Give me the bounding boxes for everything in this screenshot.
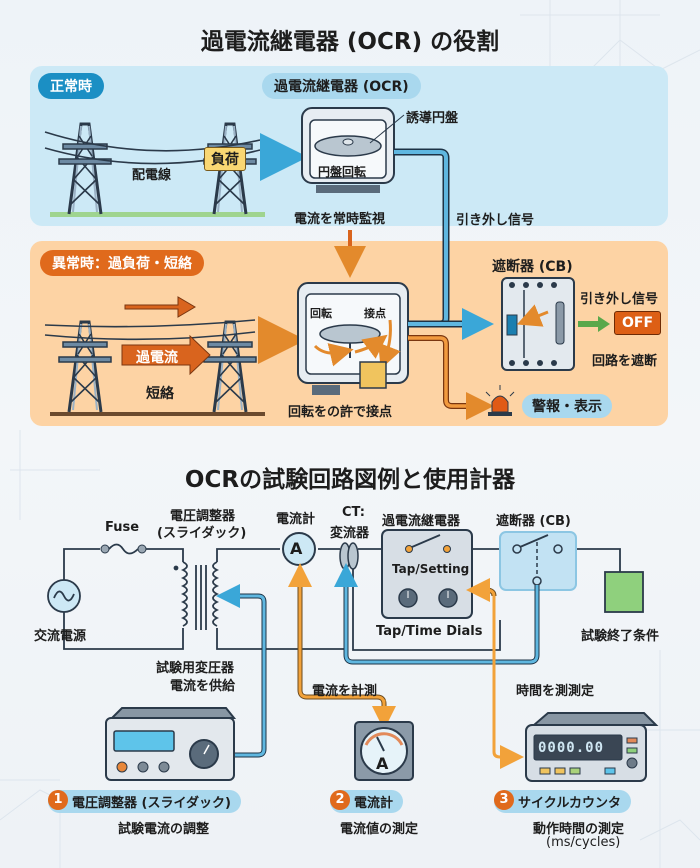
fuse-label: Fuse	[105, 520, 140, 535]
counter-display: 0000.00	[538, 740, 605, 756]
cb-circuit-label: 遮断器 (CB)	[496, 514, 571, 529]
ac-source-icon	[47, 579, 81, 613]
current-arrow-icon	[124, 296, 196, 318]
voltage-regulator-device-icon	[105, 707, 237, 781]
alarm-lamp-icon	[485, 385, 515, 416]
monitor-current-label: 電流を常時監視	[294, 212, 386, 227]
relay-label-badge: 過電流継電器 (OCR)	[262, 73, 421, 99]
ocr-relay-box-icon	[381, 529, 473, 619]
fuse-icon	[100, 543, 147, 555]
tap-setting-label: Tap/Setting	[392, 562, 470, 576]
induction-disk-label: 誘導円盤	[406, 111, 459, 126]
cycle-counter-device-icon	[525, 712, 659, 782]
end-condition-box	[604, 571, 644, 613]
instrument-3-desc: 動作時間の測定	[533, 822, 625, 837]
transformer-icon	[173, 561, 220, 630]
instrument-1-caption: 電圧調整器 (スライダック)	[48, 790, 241, 813]
ammeter-symbol: A	[290, 539, 303, 558]
instrument-3-caption: サイクルカウンタ	[494, 790, 631, 813]
ammeter-label: 電流計	[276, 512, 316, 527]
instrument-1-number-badge: 1	[48, 790, 68, 810]
abnormal-state-badge: 異常時：過負荷・短絡	[40, 250, 204, 276]
end-condition-label: 試験終了条件	[581, 629, 660, 644]
short-circuit-label: 短絡	[146, 386, 174, 402]
regulator-label-2: (スライダック)	[157, 526, 247, 541]
tap-time-dials-label: Tap/Time Dials	[376, 624, 483, 639]
ocr-relay-icon	[301, 107, 405, 193]
circuit-breaker-icon	[501, 277, 575, 371]
alarm-display-label: 警報・表示	[522, 394, 612, 418]
instrument-1-name: 電圧調整器 (スライダック)	[48, 790, 241, 813]
ground-line	[50, 212, 265, 217]
instrument-2-desc: 電流値の測定	[340, 822, 419, 837]
ct-label-2: 変流器	[330, 526, 370, 541]
ocr-relay-tripped-icon	[297, 282, 409, 395]
distribution-line-label: 配電線	[132, 168, 172, 183]
normal-state-badge: 正常時	[38, 73, 104, 99]
measure-current-label: 電流を計測	[312, 684, 378, 699]
ct-label-1: CT:	[342, 505, 365, 520]
instrument-3-desc-units: (ms/cycles)	[546, 835, 621, 850]
overcurrent-arrow-icon	[121, 334, 211, 376]
rotation-label: 回転	[310, 307, 332, 320]
relay-label: 過電流継電器	[382, 514, 461, 529]
ct-icon	[339, 542, 359, 570]
contact-caption: 回転をの許で接点	[288, 405, 393, 420]
cb-trip-signal-label: 引き外し信号	[580, 292, 659, 307]
load-label: 負荷	[204, 147, 246, 171]
measure-time-label: 時間を測測定	[516, 684, 595, 699]
contact-label: 接点	[364, 307, 386, 320]
cutoff-label: 回路を遮断	[592, 354, 658, 369]
section2-title: OCRの試験回路図例と使用計器	[184, 467, 516, 493]
instrument-1-desc: 試験電流の調整	[118, 822, 210, 837]
cb-label: 遮断器 (CB)	[492, 259, 573, 275]
trip-signal-label: 引き外し信号	[456, 213, 535, 228]
regulator-label-1: 電圧調整器	[170, 509, 236, 524]
section1-title: 過電流継電器 (OCR) の役割	[200, 29, 500, 55]
off-indicator: OFF	[614, 311, 662, 335]
transformer-label-2: 電流を供給	[170, 679, 236, 694]
ammeter-device-icon	[354, 721, 414, 781]
disk-rotation-label: 円盤回転	[318, 165, 367, 179]
ammeter-device-symbol: A	[376, 754, 389, 773]
instrument-3-number-badge: 3	[494, 790, 514, 810]
transformer-label-1: 試験用変圧器	[156, 661, 235, 676]
section1-diagram	[44, 107, 610, 420]
instrument-3-name: サイクルカウンタ	[494, 790, 631, 813]
overcurrent-label: 過電流	[136, 350, 178, 366]
ac-source-label: 交流電源	[34, 629, 87, 644]
circuit-breaker-box-icon	[499, 531, 577, 591]
instrument-2-number-badge: 2	[330, 790, 350, 810]
